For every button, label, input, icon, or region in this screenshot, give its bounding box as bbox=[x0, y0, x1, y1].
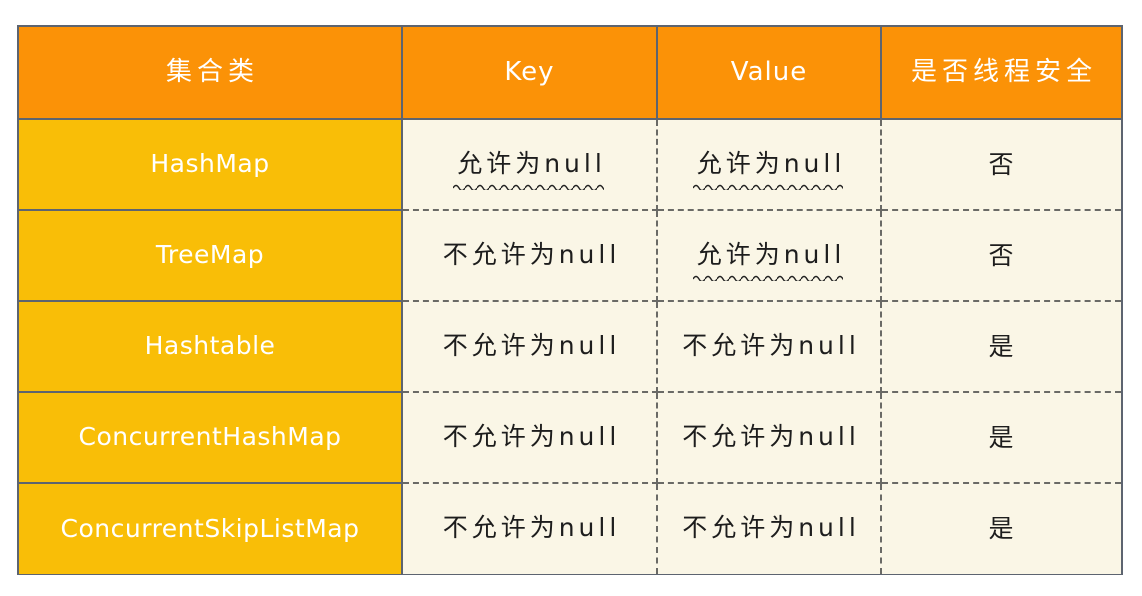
cell-value-nullability: 允许为null bbox=[657, 119, 882, 211]
cell-key-nullability: 不允许为null bbox=[402, 301, 658, 393]
table-row: HashMap 允许为null 允许为null 否 bbox=[19, 119, 1121, 211]
map-comparison-table: 集合类 Key Value 是否线程安全 HashMap 允许为null 允许为… bbox=[19, 27, 1121, 574]
thread-safe-text: 是 bbox=[988, 331, 1015, 361]
key-nullability-text: 不允许为null bbox=[442, 239, 621, 269]
cell-collection-name: ConcurrentSkipListMap bbox=[19, 483, 403, 574]
table-row: ConcurrentSkipListMap 不允许为null 不允许为null … bbox=[19, 483, 1121, 574]
key-nullability-text: 允许为null bbox=[453, 149, 606, 190]
cell-key-nullability: 不允许为null bbox=[402, 483, 658, 574]
cell-thread-safe: 是 bbox=[881, 301, 1121, 393]
header-row: 集合类 Key Value 是否线程安全 bbox=[19, 27, 1121, 120]
value-nullability-text: 不允许为null bbox=[682, 421, 860, 451]
column-header-thread-safe: 是否线程安全 bbox=[881, 27, 1121, 120]
cell-collection-name: ConcurrentHashMap bbox=[19, 392, 403, 484]
table-row: Hashtable 不允许为null 不允许为null 是 bbox=[19, 301, 1121, 393]
cell-thread-safe: 否 bbox=[881, 119, 1121, 211]
thread-safe-text: 否 bbox=[988, 240, 1015, 270]
value-nullability-text: 允许为null bbox=[692, 149, 846, 190]
cell-thread-safe: 是 bbox=[881, 392, 1121, 484]
cell-key-nullability: 不允许为null bbox=[402, 210, 658, 302]
column-header-value: Value bbox=[657, 27, 882, 120]
value-nullability-text: 不允许为null bbox=[682, 330, 860, 360]
comparison-table: 集合类 Key Value 是否线程安全 HashMap 允许为null 允许为… bbox=[17, 25, 1123, 575]
column-header-key: Key bbox=[402, 27, 658, 120]
cell-value-nullability: 允许为null bbox=[657, 210, 882, 302]
cell-collection-name: HashMap bbox=[19, 119, 403, 211]
table-body: HashMap 允许为null 允许为null 否 TreeMap 不允许为nu… bbox=[19, 119, 1121, 574]
key-nullability-text: 不允许为null bbox=[442, 513, 621, 542]
value-nullability-text: 允许为null bbox=[692, 240, 846, 281]
cell-collection-name: Hashtable bbox=[19, 301, 403, 393]
cell-value-nullability: 不允许为null bbox=[657, 483, 882, 574]
thread-safe-text: 是 bbox=[988, 422, 1015, 452]
cell-collection-name: TreeMap bbox=[19, 210, 403, 302]
thread-safe-text: 是 bbox=[988, 514, 1015, 543]
key-nullability-text: 不允许为null bbox=[442, 330, 621, 360]
cell-key-nullability: 不允许为null bbox=[402, 392, 658, 484]
column-header-collection-class: 集合类 bbox=[19, 27, 403, 120]
cell-value-nullability: 不允许为null bbox=[657, 392, 882, 484]
table-head: 集合类 Key Value 是否线程安全 bbox=[19, 27, 1121, 120]
table-row: ConcurrentHashMap 不允许为null 不允许为null 是 bbox=[19, 392, 1121, 484]
key-nullability-text: 不允许为null bbox=[442, 421, 621, 451]
table-row: TreeMap 不允许为null 允许为null 否 bbox=[19, 210, 1121, 302]
cell-key-nullability: 允许为null bbox=[402, 119, 658, 211]
cell-value-nullability: 不允许为null bbox=[657, 301, 882, 393]
value-nullability-text: 不允许为null bbox=[682, 513, 860, 542]
thread-safe-text: 否 bbox=[988, 149, 1015, 179]
cell-thread-safe: 否 bbox=[881, 210, 1121, 302]
cell-thread-safe: 是 bbox=[881, 483, 1121, 574]
